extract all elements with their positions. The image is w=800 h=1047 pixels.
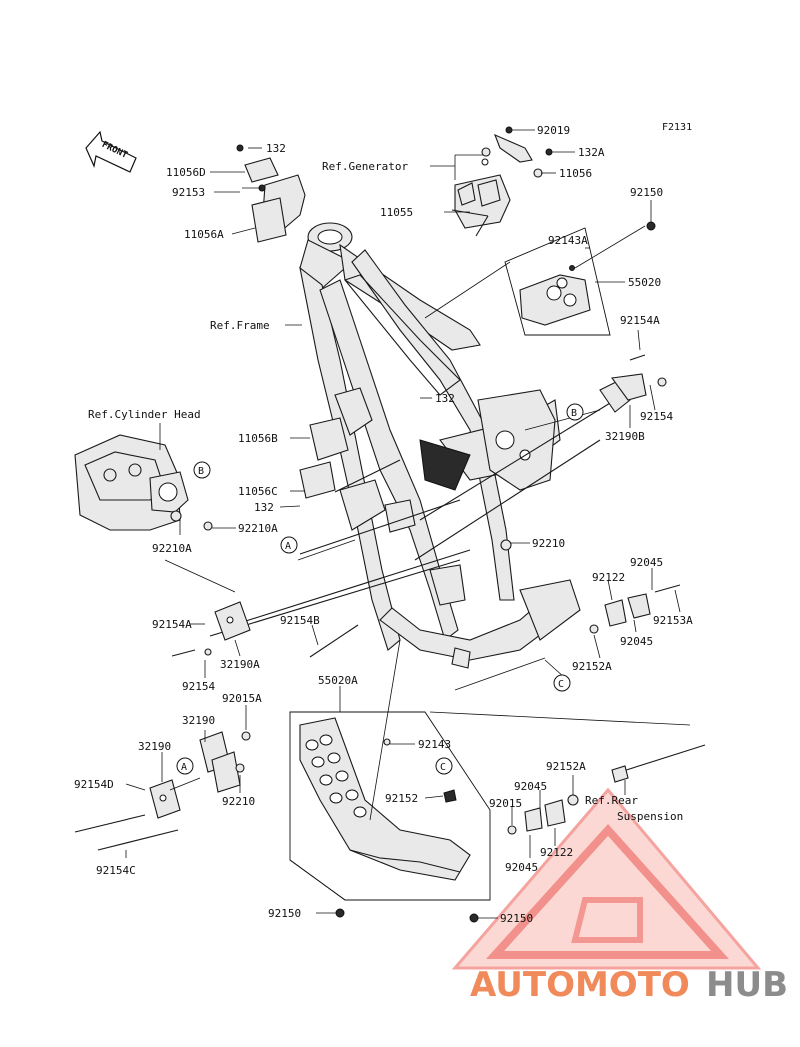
label-132A: 132A <box>578 146 605 159</box>
watermark-text-red: AUTOMOTO <box>470 965 690 1005</box>
label-92122-low: 92122 <box>540 846 573 859</box>
label-92154B: 92154B <box>280 614 320 627</box>
label-92122-top: 92122 <box>592 571 625 584</box>
front-arrow-icon: FRONT <box>85 130 137 173</box>
label-92143: 92143 <box>418 738 451 751</box>
label-92153: 92153 <box>172 186 205 199</box>
label-92045-low: 92045 <box>514 780 547 793</box>
label-92015A: 92015A <box>222 692 262 705</box>
label-32190-upper: 32190 <box>182 714 215 727</box>
callout-C-right: C <box>553 674 571 692</box>
label-11056: 11056 <box>559 167 592 180</box>
label-92154-left: 92154 <box>182 680 215 693</box>
label-11056B: 11056B <box>238 432 278 445</box>
skid-plate-55020A <box>289 711 491 923</box>
callout-B-right: B <box>566 403 584 421</box>
watermark-text: AUTOMOTO HUB <box>470 965 788 1005</box>
label-92152A-mid: 92152A <box>572 660 612 673</box>
label-92154A-left: 92154A <box>152 618 192 631</box>
callout-B-left: B <box>193 461 211 479</box>
callout-C-lower-text: C <box>440 762 446 773</box>
ref-rear-suspension-1: Ref.Rear <box>585 794 638 807</box>
label-92153A: 92153A <box>653 614 693 627</box>
label-92154-right: 92154 <box>640 410 673 423</box>
ref-generator: Ref.Generator <box>322 160 408 173</box>
cylinder-head <box>74 434 213 531</box>
label-92045-top: 92045 <box>630 556 663 569</box>
callout-B-right-text: B <box>571 408 577 419</box>
label-92154D: 92154D <box>74 778 114 791</box>
callout-B-left-text: B <box>198 466 204 477</box>
callout-C-lower: C <box>435 757 453 775</box>
ref-frame: Ref.Frame <box>210 319 270 332</box>
engine-bracket-upper <box>236 144 306 243</box>
ref-cylinder-head: Ref.Cylinder Head <box>88 408 201 421</box>
label-11056A: 11056A <box>184 228 224 241</box>
ref-rear-suspension-2: Suspension <box>617 810 683 823</box>
label-132-low: 132 <box>254 501 274 514</box>
callout-A-upper: A <box>280 536 298 554</box>
rear-suspension-bolt <box>507 744 706 835</box>
label-92015: 92015 <box>489 797 522 810</box>
label-55020: 55020 <box>628 276 661 289</box>
watermark-logo <box>451 787 762 970</box>
label-11055: 11055 <box>380 206 413 219</box>
frame <box>299 222 581 669</box>
watermark-text-gray: HUB <box>706 965 788 1005</box>
label-92019: 92019 <box>537 124 570 137</box>
lower-mount-brackets <box>74 731 251 851</box>
generator-bracket <box>451 126 553 237</box>
label-92143A: 92143A <box>548 234 588 247</box>
label-32190B: 32190B <box>605 430 645 443</box>
callout-A-lower: A <box>176 757 194 775</box>
label-92210A-right: 92210A <box>238 522 278 535</box>
callout-A-upper-text: A <box>285 541 291 552</box>
part-labels: 132 11056D 92153 11056A 92019 132A 11056… <box>74 124 693 925</box>
figure-code: F2131 <box>662 122 692 133</box>
label-132-mid: 132 <box>435 392 455 405</box>
label-92210A-left: 92210A <box>152 542 192 555</box>
leader-lines <box>125 129 691 919</box>
label-32190-lower: 32190 <box>138 740 171 753</box>
label-92045-bottom: 92045 <box>505 861 538 874</box>
chain-guide-55020 <box>504 221 656 336</box>
label-11056C: 11056C <box>238 485 278 498</box>
label-92150-right: 92150 <box>500 912 533 925</box>
callout-A-lower-text: A <box>181 762 187 773</box>
label-132-top: 132 <box>266 142 286 155</box>
callout-C-right-text: C <box>558 679 564 690</box>
label-92154C: 92154C <box>96 864 136 877</box>
label-92150-left: 92150 <box>268 907 301 920</box>
label-11056D: 11056D <box>166 166 206 179</box>
label-92152A-low: 92152A <box>546 760 586 773</box>
label-32190A: 32190A <box>220 658 260 671</box>
label-92150-top: 92150 <box>630 186 663 199</box>
label-92045-mid: 92045 <box>620 635 653 648</box>
label-92210-low: 92210 <box>222 795 255 808</box>
label-55020A: 55020A <box>318 674 358 687</box>
label-92154A-right: 92154A <box>620 314 660 327</box>
mount-bolts <box>171 354 681 658</box>
label-92152: 92152 <box>385 792 418 805</box>
label-92210: 92210 <box>532 537 565 550</box>
